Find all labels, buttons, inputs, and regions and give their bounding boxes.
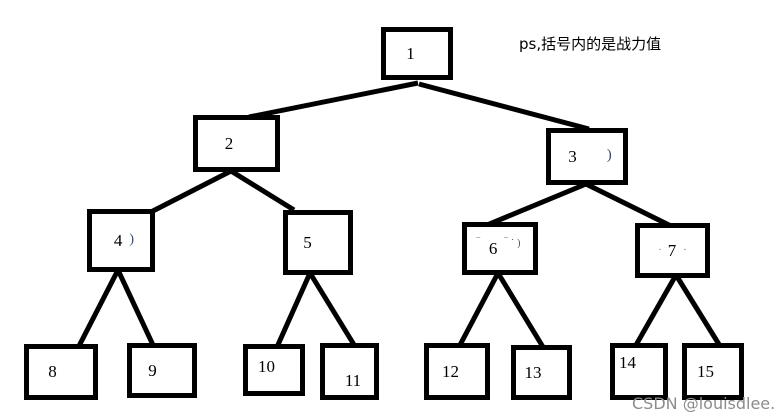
tree-node-9: 9 (127, 343, 197, 398)
tree-node-15: 15 (682, 343, 744, 400)
node-residue-post: ‾˙) (504, 238, 524, 249)
watermark-text: CSDN @louisdlee. (632, 394, 776, 413)
node-label: 15 (697, 361, 714, 381)
node-label: 9 (148, 360, 157, 380)
edge-6-12 (457, 271, 501, 347)
annotation-text: ps,括号内的是战力值 (519, 35, 662, 53)
edge-5-10 (274, 271, 313, 349)
tree-node-14: 14 (610, 343, 668, 400)
tree-node-8: 8 (24, 344, 98, 400)
node-label: 11 (344, 370, 362, 390)
edge-4-8 (76, 268, 121, 348)
node-label: 13 (524, 362, 542, 382)
node-label: 7 (667, 240, 677, 260)
tree-node-7: · 7 · (635, 223, 710, 278)
edge-2-5 (229, 168, 296, 213)
tree-node-1: 1 (381, 27, 453, 80)
tree-node-13: 13 (511, 345, 572, 400)
node-label: 4 (113, 230, 123, 250)
node-label: 1 (406, 43, 415, 63)
node-label: 6 (488, 238, 498, 258)
tree-node-10: 10 (243, 344, 305, 396)
edge-3-7 (584, 181, 675, 230)
node-label: 14 (619, 352, 636, 372)
edge-1-3 (418, 81, 590, 132)
node-label: 5 (303, 232, 312, 252)
tree-node-3: 3 ) (546, 128, 628, 185)
node-label: 10 (258, 357, 275, 376)
edge-2-4 (147, 168, 233, 216)
node-residue-pre: ‾ (476, 238, 483, 249)
edge-4-9 (115, 268, 156, 347)
node-label: 8 (48, 362, 57, 381)
tree-node-11: 11 (320, 343, 379, 400)
edge-3-6 (486, 181, 587, 228)
tree-node-5: 5 (283, 210, 353, 275)
node-residue-pre: · (658, 245, 662, 256)
edge-7-14 (633, 273, 679, 347)
tree-node-2: 2 (193, 115, 280, 172)
edge-5-11 (307, 271, 359, 350)
node-label: 2 (224, 133, 234, 153)
node-label: 12 (442, 361, 459, 381)
edge-6-13 (495, 271, 546, 349)
node-label: 3 (568, 146, 577, 166)
tree-node-12: 12 (424, 343, 490, 400)
tree-node-6: ‾ 6 ‾˙) (462, 222, 538, 275)
edge-7-15 (673, 273, 723, 348)
tree-node-4: 4 ) (87, 209, 155, 272)
node-residue-post: ) (129, 231, 135, 247)
edge-1-2 (248, 80, 419, 120)
node-residue-post: · (683, 245, 687, 256)
node-residue-post: ) (606, 147, 612, 163)
